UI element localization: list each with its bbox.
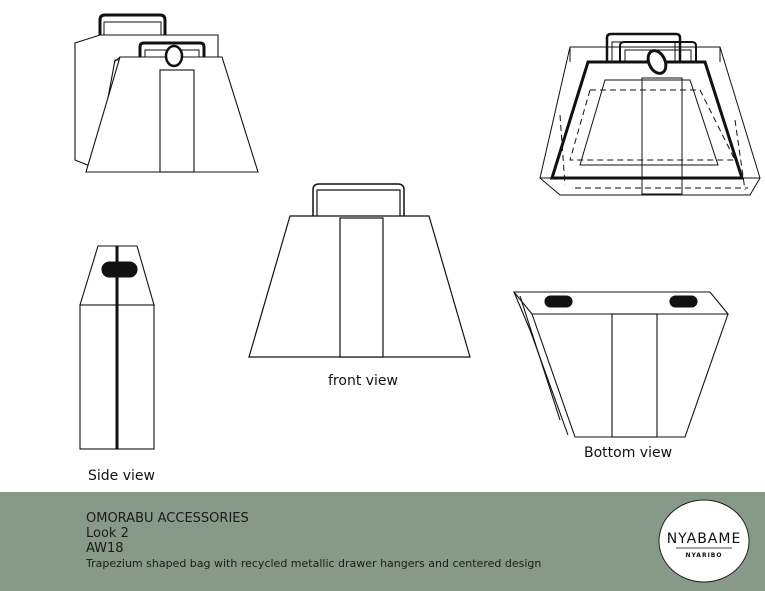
footer-text: OMORABU ACCESSORIES Look 2 AW18 Trapeziu… xyxy=(86,511,541,571)
brand-logo: NYABAME NYARIBO xyxy=(658,499,750,583)
season-line: AW18 xyxy=(86,541,124,556)
logo-subname: NYARIBO xyxy=(686,552,723,559)
brand-line: OMORABU ACCESSORIES xyxy=(86,511,249,526)
front-view-label: front view xyxy=(328,373,398,389)
side-view-label: Side view xyxy=(88,468,155,484)
look-line: Look 2 xyxy=(86,526,129,541)
logo-name: NYABAME xyxy=(667,531,742,547)
description-line: Trapezium shaped bag with recycled metal… xyxy=(86,557,542,570)
footer-band: OMORABU ACCESSORIES Look 2 AW18 Trapeziu… xyxy=(0,492,765,591)
bottom-view-label: Bottom view xyxy=(584,445,673,461)
